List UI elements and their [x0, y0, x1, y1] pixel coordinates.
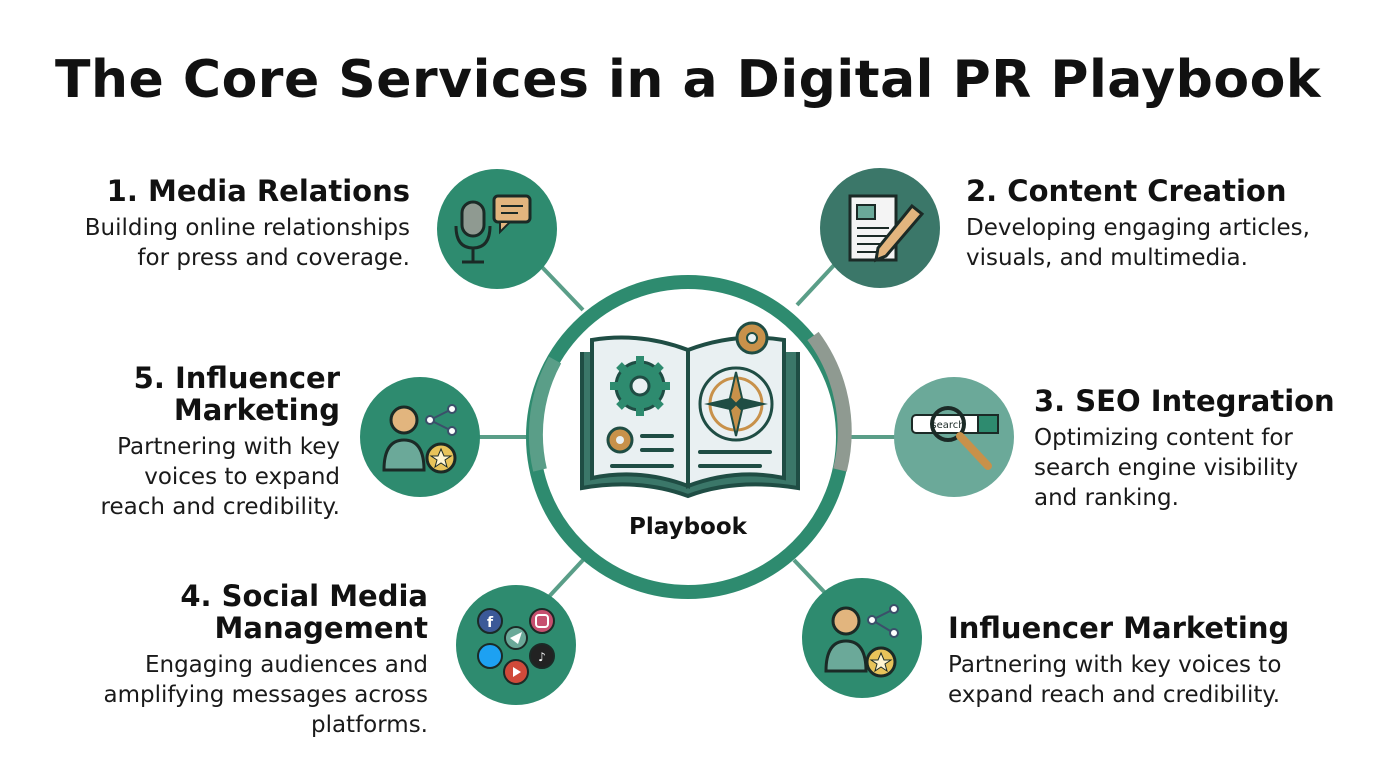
service-influencer-marketing-right: Influencer Marketing Partnering with key… — [948, 612, 1348, 710]
search-box-text: search — [931, 420, 964, 431]
service-social-media: 4. Social Media Management Engaging audi… — [40, 580, 428, 740]
central-ring — [526, 275, 852, 599]
service-seo-integration: 3. SEO Integration Optimizing content fo… — [1034, 385, 1354, 513]
service-influencer-marketing-left: 5. Influencer Marketing Partnering with … — [40, 362, 340, 522]
influencer-star-icon — [382, 404, 457, 474]
service-title: 4. Social Media Management — [180, 579, 428, 645]
hub-label: Playbook — [629, 514, 747, 540]
media-relations-circle — [437, 169, 557, 289]
influencer-star-icon — [824, 604, 899, 678]
content-creation-circle — [820, 168, 940, 288]
connector-content-creation — [795, 261, 838, 307]
service-title: 2. Content Creation — [966, 174, 1287, 208]
service-title: 5. Influencer Marketing — [133, 361, 340, 427]
influencer-marketing-left-circle — [360, 377, 480, 497]
service-description: Developing engaging articles, visuals, a… — [966, 215, 1310, 271]
page-title: The Core Services in a Digital PR Playbo… — [55, 50, 1321, 110]
microphone-chat-icon — [454, 194, 532, 264]
svg-text:♪: ♪ — [538, 650, 546, 664]
service-description: Building online relationships for press … — [84, 215, 410, 271]
influencer-marketing-right-circle — [802, 578, 922, 698]
connector-social-media — [542, 558, 585, 604]
social-media-circle: f ♪ — [456, 585, 576, 705]
service-title: 1. Media Relations — [106, 174, 410, 208]
open-book-icon — [580, 321, 800, 499]
service-title: 3. SEO Integration — [1034, 384, 1335, 418]
svg-text:f: f — [487, 615, 494, 631]
service-content-creation: 2. Content Creation Developing engaging … — [966, 175, 1346, 273]
service-media-relations: 1. Media Relations Building online relat… — [40, 175, 410, 273]
service-description: Engaging audiences and amplifying messag… — [103, 652, 428, 738]
document-pen-icon — [848, 194, 925, 263]
social-network-icons: f ♪ — [477, 608, 555, 685]
service-title: Influencer Marketing — [948, 611, 1290, 645]
seo-integration-circle: search — [894, 377, 1014, 497]
search-magnifier-icon: search — [911, 406, 999, 470]
service-description: Optimizing content for search engine vis… — [1034, 425, 1299, 511]
connector-media-relations — [538, 263, 585, 312]
service-description: Partnering with key voices to expand rea… — [948, 652, 1282, 708]
service-description: Partnering with key voices to expand rea… — [100, 434, 340, 520]
